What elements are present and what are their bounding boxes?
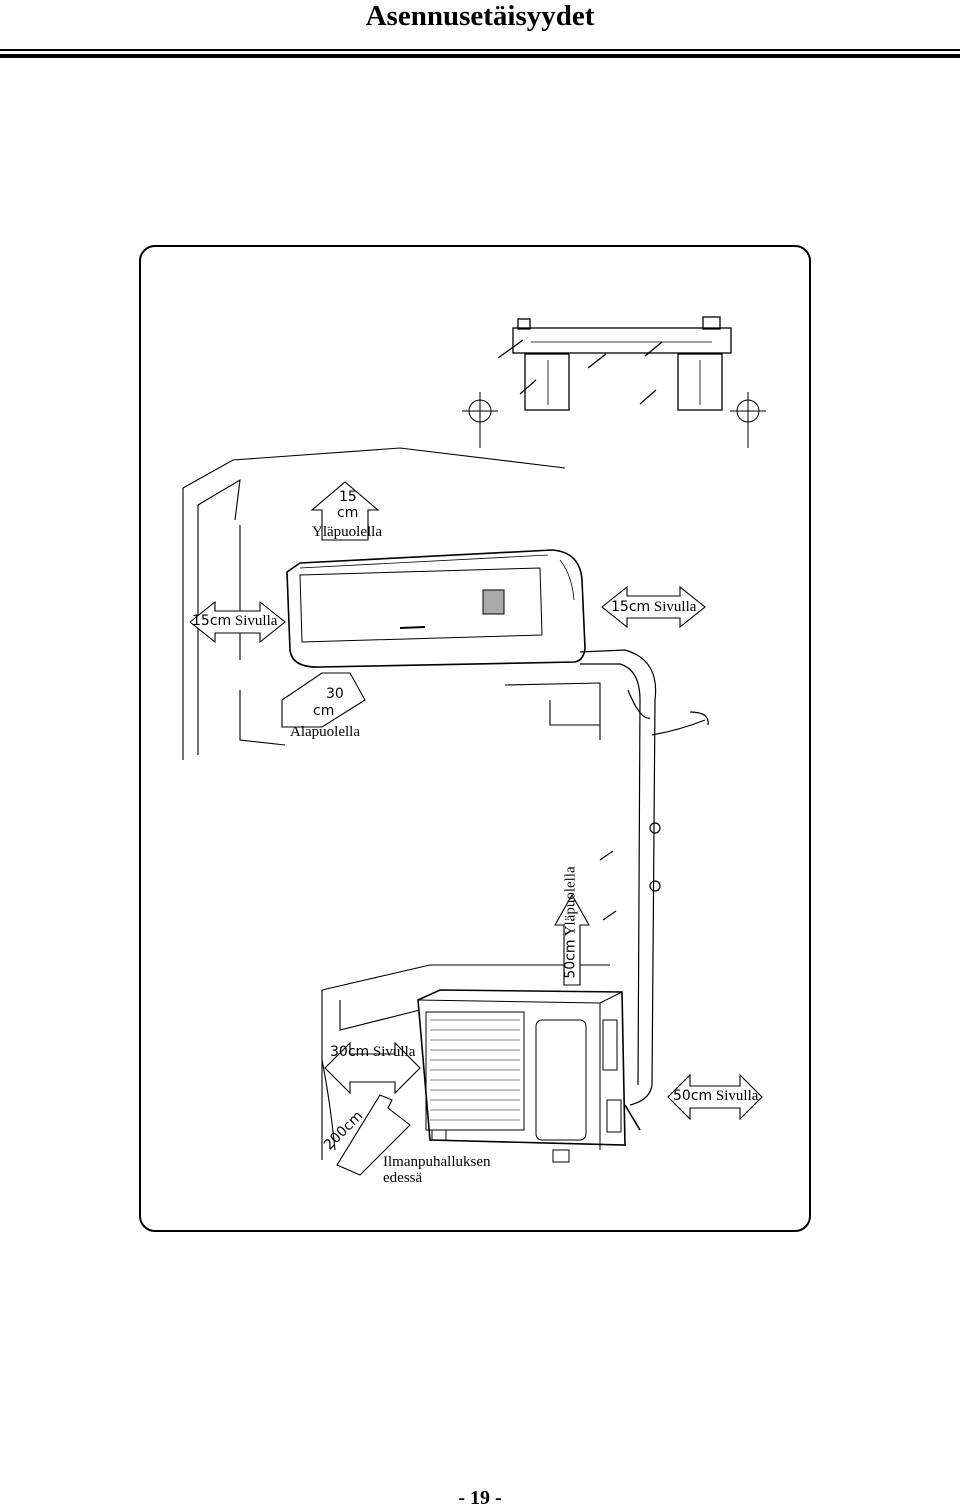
page-number: - 19 - [458,1487,502,1509]
connecting-pipe [579,649,709,1106]
right-side-clearance-label: 15cm Sivulla [611,599,696,616]
outdoor-top-clearance-label: 50cm Yläpuolella [563,858,580,988]
outdoor-unit [417,989,641,1163]
outdoor-wall [321,964,610,1160]
diagram-frame [139,245,811,1232]
top-clearance-text: Yläpuolella [312,524,382,540]
top-clearance-unit: cm [337,505,359,521]
outdoor-left-clearance-text: Sivulla [372,1044,416,1060]
outdoor-top-clearance-text: Yläpuolella [562,866,579,937]
outdoor-right-clearance-label: 50cm Sivulla [673,1088,758,1105]
outdoor-left-clearance-value: 30cm [330,1044,370,1060]
below-clearance-value: 30 [326,686,344,702]
header-rule-thick [0,54,960,58]
below-clearance-text: Alapuolella [290,724,360,740]
header-rule-thin [0,49,960,51]
left-side-clearance-label: 15cm Sivulla [192,613,277,630]
page-title: Asennusetäisyydet [365,0,595,32]
clearance-arrows [189,481,763,1176]
mounting-plate [497,316,732,411]
left-side-clearance-value: 15cm [192,613,232,629]
top-clearance-value: 15 [339,489,357,505]
below-clearance-unit: cm [313,703,335,719]
right-side-clearance-value: 15cm [611,599,651,615]
right-side-clearance-text: Sivulla [653,599,697,615]
room-walls [182,447,601,760]
front-clearance-text-line2: edessä [383,1170,423,1186]
left-side-clearance-text: Sivulla [234,613,278,629]
indoor-unit [286,549,586,668]
outdoor-right-clearance-value: 50cm [673,1088,713,1104]
outdoor-left-clearance-label: 30cm Sivulla [330,1044,415,1061]
front-clearance-text-line1: Ilmanpuhalluksen [383,1154,491,1170]
outdoor-top-clearance-value: 50cm [562,939,579,979]
drill-markers [462,392,766,448]
outdoor-right-clearance-text: Sivulla [715,1088,759,1104]
